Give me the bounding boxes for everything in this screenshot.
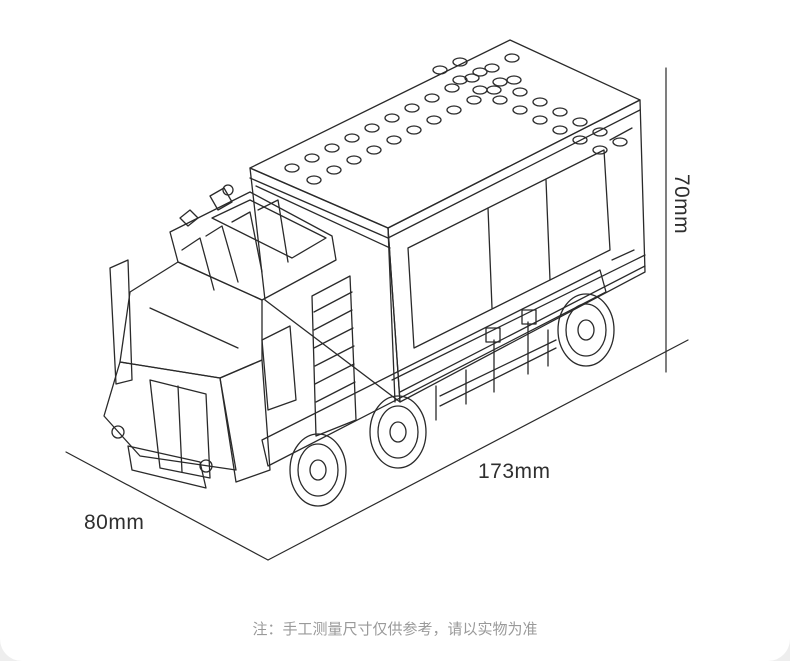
wheel-hub bbox=[577, 319, 595, 341]
roof-stud bbox=[592, 127, 608, 137]
roof-stud bbox=[446, 105, 462, 115]
roof-stud bbox=[512, 105, 528, 115]
wheel bbox=[557, 293, 615, 367]
roof-stud bbox=[592, 145, 608, 155]
roof-stud bbox=[326, 165, 342, 175]
roof-stud bbox=[572, 135, 588, 145]
roof-stud bbox=[284, 163, 300, 173]
roof-stud bbox=[572, 117, 588, 127]
roof-stud bbox=[492, 95, 508, 105]
box-front bbox=[249, 167, 401, 403]
length-dimension-line bbox=[267, 339, 689, 561]
wheel bbox=[369, 395, 427, 469]
side-mirror bbox=[109, 259, 133, 385]
wheel-rim bbox=[377, 405, 419, 459]
roof-stud bbox=[492, 77, 508, 87]
roof-stud bbox=[506, 75, 522, 85]
roof-stud bbox=[612, 137, 628, 147]
roof-stud bbox=[464, 73, 480, 83]
roof-stud bbox=[504, 53, 520, 63]
windshield bbox=[119, 261, 263, 379]
roof-stud bbox=[432, 65, 448, 75]
roof-stud bbox=[304, 153, 320, 163]
roof-stud bbox=[484, 63, 500, 73]
truck-cab bbox=[103, 184, 337, 489]
roof-stud bbox=[364, 123, 380, 133]
width-dimension-line bbox=[65, 451, 269, 561]
roof-studs bbox=[284, 53, 628, 185]
roof-stud bbox=[532, 97, 548, 107]
measurement-disclaimer: 注：手工测量尺寸仅供参考，请以实物为准 bbox=[252, 620, 538, 638]
cargo-box bbox=[249, 39, 646, 403]
roof-stud bbox=[512, 87, 528, 97]
wheel-rim bbox=[565, 303, 607, 357]
roof-stud bbox=[406, 125, 422, 135]
roof-stud bbox=[552, 125, 568, 135]
box-panel bbox=[407, 149, 611, 349]
wheel-hub bbox=[309, 459, 327, 481]
grille bbox=[149, 379, 211, 479]
roof-stud bbox=[344, 133, 360, 143]
roof-stud bbox=[324, 143, 340, 153]
roof-horn bbox=[209, 187, 233, 211]
roof-stud bbox=[366, 145, 382, 155]
roof-stud bbox=[444, 83, 460, 93]
roof-stud bbox=[552, 107, 568, 117]
height-label: 70mm bbox=[670, 173, 693, 235]
bumper bbox=[127, 445, 207, 489]
cab-front bbox=[103, 361, 237, 471]
width-label: 80mm bbox=[84, 511, 145, 534]
roof-stud bbox=[452, 57, 468, 67]
roof-stud bbox=[532, 115, 548, 125]
roof-stud bbox=[486, 85, 502, 95]
length-label: 173mm bbox=[478, 460, 551, 483]
roof-stud bbox=[386, 135, 402, 145]
cab-roof bbox=[169, 191, 337, 301]
roof-stud bbox=[466, 95, 482, 105]
box-top bbox=[249, 39, 641, 229]
dimension-lines bbox=[65, 67, 689, 561]
wheel-hub bbox=[389, 421, 407, 443]
roof-stud bbox=[346, 155, 362, 165]
roof-stud bbox=[472, 67, 488, 77]
chassis bbox=[261, 269, 607, 467]
roof-stud bbox=[452, 75, 468, 85]
roof-stud bbox=[384, 113, 400, 123]
roof-stud bbox=[424, 93, 440, 103]
roof-stud bbox=[472, 85, 488, 95]
wheels bbox=[289, 293, 615, 507]
cab-door-window bbox=[261, 325, 297, 411]
wheel-rim bbox=[297, 443, 339, 497]
roof-stud bbox=[426, 115, 442, 125]
roof-stud bbox=[306, 175, 322, 185]
roof-stud bbox=[404, 103, 420, 113]
cab-visor bbox=[211, 199, 327, 259]
cab-side bbox=[219, 359, 271, 483]
wheel bbox=[289, 433, 347, 507]
